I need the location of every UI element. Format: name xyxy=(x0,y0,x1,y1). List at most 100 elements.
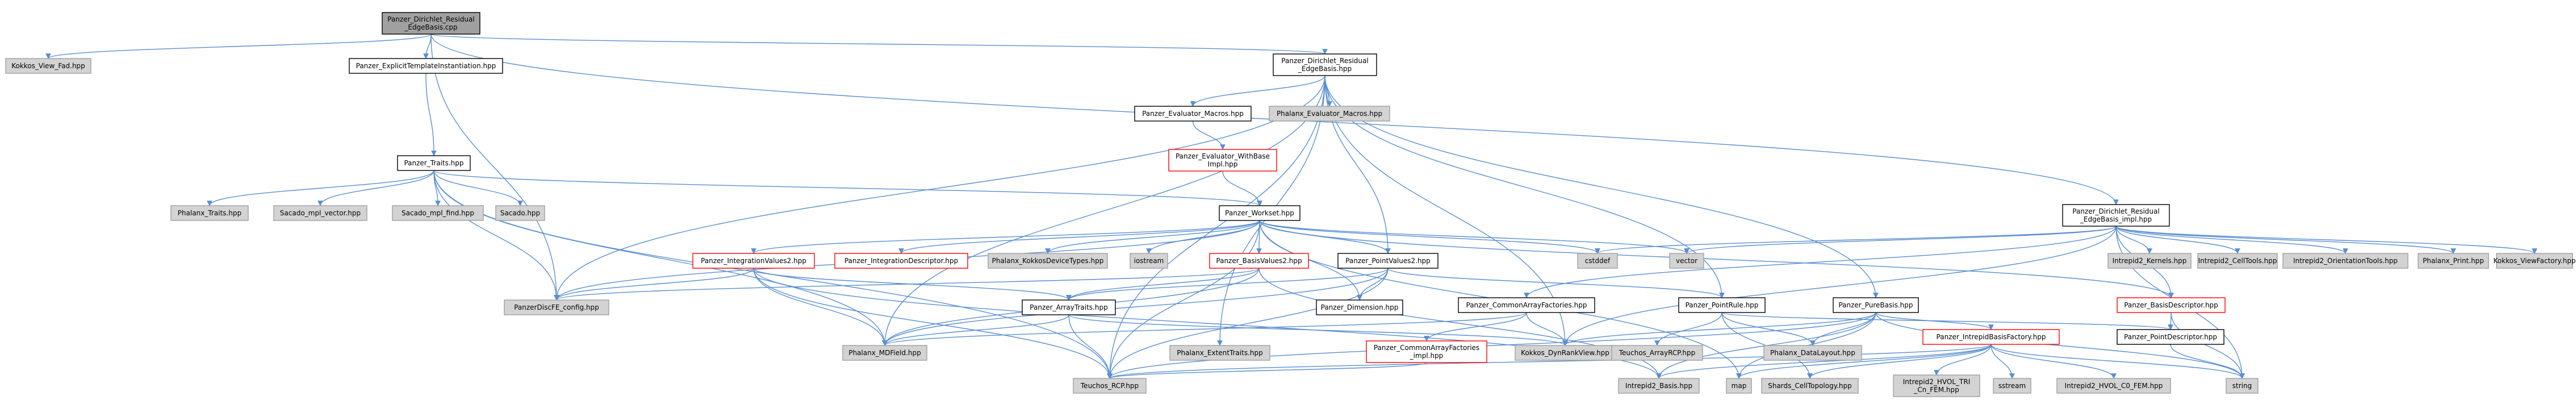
node-common_array_factories[interactable]: Panzer_CommonArrayFactories.hpp xyxy=(1458,297,1595,313)
node-label: Panzer_CommonArrayFactories.hpp xyxy=(1466,301,1587,309)
node-vector[interactable]: vector xyxy=(1669,253,1704,269)
node-label: Panzer_BasisDescriptor.hpp xyxy=(2124,301,2218,309)
node-box xyxy=(1209,253,1309,269)
node-sacado_mpl_vector[interactable]: Sacado_mpl_vector.hpp xyxy=(273,205,367,221)
node-edgebasis_hpp[interactable]: Panzer_Dirichlet_Residual_EdgeBasis.hpp xyxy=(1273,53,1377,76)
edge-edgebasis_hpp-to-teuchos_rcp xyxy=(1107,75,1325,379)
node-iostream[interactable]: iostream xyxy=(1130,253,1168,269)
node-intrepid2_kernels[interactable]: Intrepid2_Kernels.hpp xyxy=(2107,253,2192,269)
node-phalanx_mdfield[interactable]: Phalanx_MDField.hpp xyxy=(842,345,927,361)
node-label: vector xyxy=(1676,257,1697,265)
node-box xyxy=(1134,106,1252,122)
node-intrepid2_hvol_tri[interactable]: Intrepid2_HVOL_TRI_Cn_FEM.hpp xyxy=(1893,374,1980,397)
node-label: Panzer_PointValues2.hpp xyxy=(1345,257,1431,265)
node-label: Phalanx_Traits.hpp xyxy=(178,209,241,217)
edge-edgebasis_impl-to-common_array_factories xyxy=(1524,226,2117,298)
node-label: Panzer_Evaluator_Macros.hpp xyxy=(1142,110,1244,118)
edge-intrepid_basis_factory-to-shards_celltopology xyxy=(1807,344,1992,379)
node-kokkos_dynrankview[interactable]: Kokkos_DynRankView.hpp xyxy=(1515,345,1616,361)
node-label: Panzer_IntrepidBasisFactory.hpp xyxy=(1937,333,2046,341)
node-phalanx_kokkos_device[interactable]: Phalanx_KokkosDeviceTypes.hpp xyxy=(988,253,1108,269)
edge-pure_basis-to-phalanx_datalayout xyxy=(1810,312,1876,346)
node-teuchos_arrayrcp[interactable]: Teuchos_ArrayRCP.hpp xyxy=(1611,345,1703,361)
node-string[interactable]: string xyxy=(2226,378,2259,394)
node-sacado[interactable]: Sacado.hpp xyxy=(495,205,545,221)
node-workset[interactable]: Panzer_Workset.hpp xyxy=(1219,205,1300,221)
node-box xyxy=(349,58,503,74)
node-label: Panzer_Dirichlet_Residual xyxy=(387,15,474,23)
edge-array_traits-to-teuchos_rcp xyxy=(1068,314,1113,379)
node-phalanx_extenttraits[interactable]: Phalanx_ExtentTraits.hpp xyxy=(1169,345,1270,361)
edge-edgebasis_hpp-to-kokkos_dynrankview xyxy=(1324,75,1568,346)
node-basis_descriptor[interactable]: Panzer_BasisDescriptor.hpp xyxy=(2117,297,2226,313)
node-box xyxy=(1337,253,1438,269)
node-common_array_factories_impl[interactable]: Panzer_CommonArrayFactories_impl.hpp xyxy=(1366,340,1487,363)
node-phalanx_datalayout[interactable]: Phalanx_DataLayout.hpp xyxy=(1763,345,1862,361)
node-map[interactable]: map xyxy=(1726,378,1752,394)
node-root[interactable]: Panzer_Dirichlet_Residual_EdgeBasis.cpp xyxy=(382,12,480,35)
node-intrepid2_basis[interactable]: Intrepid2_Basis.hpp xyxy=(1618,378,1700,394)
node-box xyxy=(1515,345,1616,361)
edge-intrepid_basis_factory-to-intrepid2_hvol_tri xyxy=(1934,344,1992,376)
edge-intrepid_basis_factory-to-map xyxy=(1736,344,1992,379)
node-teuchos_rcp[interactable]: Teuchos_RCP.hpp xyxy=(1073,378,1147,394)
node-phalanx_evaluator_macros[interactable]: Phalanx_Evaluator_Macros.hpp xyxy=(1269,106,1390,122)
node-label: sstream xyxy=(1998,382,2026,390)
node-traits[interactable]: Panzer_Traits.hpp xyxy=(397,155,471,171)
node-basis_values2[interactable]: Panzer_BasisValues2.hpp xyxy=(1209,253,1309,269)
node-point_values2[interactable]: Panzer_PointValues2.hpp xyxy=(1337,253,1438,269)
node-intrepid2_celltools[interactable]: Intrepid2_CellTools.hpp xyxy=(2197,253,2278,269)
node-phalanx_traits[interactable]: Phalanx_Traits.hpp xyxy=(170,205,249,221)
edge-point_rule-to-teuchos_arrayrcp xyxy=(1654,312,1722,346)
node-intrepid2_hvol_c0[interactable]: Intrepid2_HVOL_C0_FEM.hpp xyxy=(2056,378,2171,394)
node-cstddef[interactable]: cstddef xyxy=(1577,253,1618,269)
edge-edgebasis_hpp-to-point_values2 xyxy=(1324,75,1391,254)
node-box xyxy=(1316,299,1403,315)
node-sstream[interactable]: sstream xyxy=(1993,378,2031,394)
node-label: cstddef xyxy=(1585,257,1611,265)
node-label: _impl.hpp xyxy=(1410,352,1444,360)
node-phalanx_print[interactable]: Phalanx_Print.hpp xyxy=(2418,253,2489,269)
node-label: Intrepid2_Kernels.hpp xyxy=(2113,257,2187,265)
node-box xyxy=(2117,297,2226,313)
node-kokkos_viewfactory[interactable]: Kokkos_ViewFactory.hpp xyxy=(2494,253,2576,269)
node-integration_values2[interactable]: Panzer_IntegrationValues2.hpp xyxy=(692,253,815,269)
edge-workset-to-phalanx_kokkos_device xyxy=(1045,220,1260,254)
node-box xyxy=(1669,253,1704,269)
node-evaluator_macros[interactable]: Panzer_Evaluator_Macros.hpp xyxy=(1134,106,1252,122)
edge-traits-to-workset xyxy=(433,170,1262,206)
edge-point_values2-to-teuchos_rcp xyxy=(1107,268,1389,379)
node-box xyxy=(170,205,249,221)
node-intrepid2_orientationtools[interactable]: Intrepid2_OrientationTools.hpp xyxy=(2282,253,2408,269)
edge-intrepid_basis_factory-to-intrepid2_basis xyxy=(1656,344,1992,379)
node-box xyxy=(1273,53,1377,76)
node-shards_celltopology[interactable]: Shards_CellTopology.hpp xyxy=(1761,378,1859,394)
node-label: Panzer_PointRule.hpp xyxy=(1686,301,1759,309)
node-box xyxy=(1169,345,1270,361)
edge-edgebasis_impl-to-kokkos_dynrankview xyxy=(1562,226,2117,346)
node-panzerdiscfe_config[interactable]: PanzerDiscFE_config.hpp xyxy=(504,299,609,315)
node-label: _EdgeBasis.cpp xyxy=(404,23,457,31)
node-edgebasis_impl[interactable]: Panzer_Dirichlet_Residual_EdgeBasis_impl… xyxy=(2062,204,2170,227)
node-box xyxy=(392,205,484,221)
node-pure_basis[interactable]: Panzer_PureBasis.hpp xyxy=(1833,297,1919,313)
node-point_rule[interactable]: Panzer_PointRule.hpp xyxy=(1678,297,1766,313)
edge-edgebasis_hpp-to-phalanx_mdfield xyxy=(882,75,1325,346)
node-kokkos_view_fad[interactable]: Kokkos_View_Fad.hpp xyxy=(5,58,91,74)
edge-common_array_factories-to-common_array_factories_impl xyxy=(1424,312,1527,341)
node-integration_descriptor[interactable]: Panzer_IntegrationDescriptor.hpp xyxy=(834,253,968,269)
node-box xyxy=(1763,345,1862,361)
node-dimension[interactable]: Panzer_Dimension.hpp xyxy=(1316,299,1403,315)
node-point_descriptor[interactable]: Panzer_PointDescriptor.hpp xyxy=(2117,329,2224,345)
node-explicit_inst[interactable]: Panzer_ExplicitTemplateInstantiation.hpp xyxy=(349,58,503,74)
node-box xyxy=(1458,297,1595,313)
node-array_traits[interactable]: Panzer_ArrayTraits.hpp xyxy=(1022,299,1116,315)
node-sacado_mpl_find[interactable]: Sacado_mpl_find.hpp xyxy=(392,205,484,221)
node-intrepid_basis_factory[interactable]: Panzer_IntrepidBasisFactory.hpp xyxy=(1922,329,2060,345)
node-box xyxy=(273,205,367,221)
node-box xyxy=(2282,253,2408,269)
edge-point_descriptor-to-string xyxy=(2170,344,2245,379)
node-label: _Cn_FEM.hpp xyxy=(1913,386,1959,394)
